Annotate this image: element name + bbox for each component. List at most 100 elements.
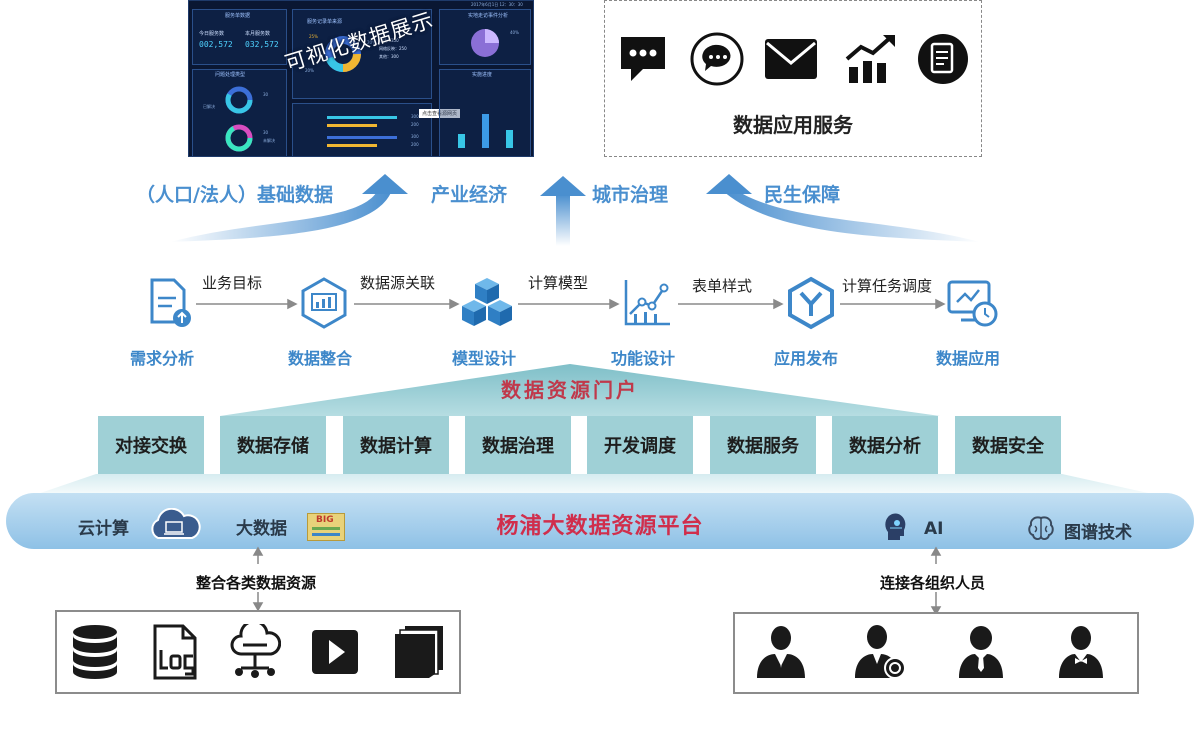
brain-graph-icon bbox=[1028, 516, 1054, 541]
module-governance: 数据治理 bbox=[465, 416, 571, 474]
platform-bar bbox=[6, 493, 1194, 549]
ring-label-1: 已解决 bbox=[203, 104, 215, 109]
connect-people-label: 连接各组织人员 bbox=[880, 574, 986, 592]
ring-value-2: 30 bbox=[263, 130, 269, 135]
step-model: 模型设计 bbox=[452, 349, 517, 368]
bar bbox=[327, 124, 377, 127]
ring-label-2: 未解决 bbox=[263, 138, 275, 143]
step-integration: 数据整合 bbox=[288, 349, 353, 368]
panel-progress: 实施进度 bbox=[439, 69, 531, 156]
ring-chart-2 bbox=[225, 124, 253, 152]
step-requirement: 需求分析 bbox=[130, 349, 195, 368]
document-stack-icon bbox=[395, 626, 443, 678]
right-pie-pct: 40% bbox=[510, 30, 519, 35]
model-cubes-icon bbox=[462, 278, 512, 326]
services-title: 数据应用服务 bbox=[733, 113, 853, 137]
chat-circle-icon bbox=[690, 32, 744, 86]
panel-title: 实地走访事件分析 bbox=[468, 13, 509, 19]
ring-chart-1 bbox=[225, 86, 253, 114]
portal-title: 数据资源门户 bbox=[501, 378, 639, 402]
pie-pct-a: 25% bbox=[309, 34, 318, 39]
pie-chart bbox=[471, 29, 499, 57]
panel-title: 实施进度 bbox=[472, 72, 493, 78]
label-industry: 产业经济 bbox=[431, 184, 508, 206]
legend-b: 网络反映：250 bbox=[379, 46, 407, 51]
label-city: 城市治理 bbox=[592, 184, 669, 206]
edge-label-form-style: 表单样式 bbox=[692, 277, 753, 295]
panel-bars: 300 200 300 200 bbox=[292, 103, 432, 156]
release-hex-icon bbox=[788, 276, 834, 330]
bottom-connectors bbox=[252, 546, 942, 616]
edge-label-source-link: 数据源关联 bbox=[360, 274, 436, 292]
panel-issue-type: 问题处理类型 已解决 30 30 未解决 bbox=[192, 69, 287, 156]
column bbox=[458, 134, 465, 148]
graph-tech-label: 图谱技术 bbox=[1064, 523, 1132, 543]
function-chart-icon bbox=[624, 280, 670, 326]
panel-service-count: 服务单数据 今日服务数 002,572 本月服务数 032,572 bbox=[192, 9, 287, 65]
edge-label-calc-model: 计算模型 bbox=[528, 274, 589, 292]
module-dev-schedule: 开发调度 bbox=[587, 416, 693, 474]
database-icon bbox=[73, 625, 117, 679]
big-data-icon: BIG bbox=[307, 513, 345, 541]
cloud-computing-label: 云计算 bbox=[78, 519, 129, 539]
person-tie-icon bbox=[959, 626, 1003, 678]
pie-pct-c: 20% bbox=[305, 68, 314, 73]
cloud-network-icon bbox=[230, 624, 281, 678]
platform-title: 杨浦大数据资源平台 bbox=[496, 514, 704, 539]
bar bbox=[327, 136, 397, 139]
dashboard-date: 2017年6月1日 12：30：30 bbox=[471, 2, 523, 7]
bar bbox=[327, 144, 377, 147]
big-badge: BIG bbox=[316, 515, 334, 525]
panel-field-visit: 实地走访事件分析 40% bbox=[439, 9, 531, 65]
ring-value-1: 30 bbox=[263, 92, 269, 97]
month-value: 032,572 bbox=[245, 40, 279, 49]
panel-title: 问题处理类型 bbox=[215, 72, 246, 78]
bar-val-1: 300 bbox=[411, 114, 419, 119]
bar bbox=[327, 116, 397, 119]
label-livelihood: 民生保障 bbox=[764, 184, 841, 206]
data-resources-box bbox=[55, 610, 461, 694]
data-application-services: 数据应用服务 bbox=[604, 0, 982, 157]
panel-title: 服务记录单来源 bbox=[307, 19, 343, 25]
bar-val-2: 200 bbox=[411, 122, 419, 127]
legend-c: 其他：300 bbox=[379, 54, 399, 59]
data-integration-icon bbox=[301, 277, 347, 329]
step-function: 功能设计 bbox=[611, 349, 676, 368]
module-compute: 数据计算 bbox=[343, 416, 449, 474]
month-label: 本月服务数 bbox=[245, 31, 271, 37]
panel-service-record: 服务记录单来源 25% 20% 20% 电话：350 网络反映：250 其他：3… bbox=[292, 9, 432, 99]
legend-a: 电话：350 bbox=[379, 38, 399, 43]
ai-head-icon bbox=[885, 513, 906, 540]
video-play-icon bbox=[312, 630, 358, 674]
person-with-badge-icon bbox=[855, 625, 906, 679]
panel-title: 服务单数据 bbox=[225, 13, 251, 19]
document-icon bbox=[918, 34, 968, 84]
big-data-label: 大数据 bbox=[236, 519, 287, 539]
label-basic-data: （人口/法人）基础数据 bbox=[136, 184, 333, 206]
module-service: 数据服务 bbox=[710, 416, 816, 474]
mail-icon bbox=[765, 39, 817, 79]
bar-val-4: 200 bbox=[411, 142, 419, 147]
integrate-resources-label: 整合各类数据资源 bbox=[196, 574, 317, 592]
organization-people-box bbox=[733, 612, 1139, 694]
step-release: 应用发布 bbox=[774, 349, 839, 368]
module-storage: 数据存储 bbox=[220, 416, 326, 474]
pie-pct-b: 20% bbox=[367, 40, 376, 45]
requirement-doc-icon bbox=[150, 278, 191, 327]
module-security: 数据安全 bbox=[955, 416, 1061, 474]
today-value: 002,572 bbox=[199, 40, 233, 49]
data-monitor-clock-icon bbox=[947, 280, 998, 327]
flow-curves bbox=[170, 174, 980, 246]
step-application: 数据应用 bbox=[936, 349, 1001, 368]
chat-bubble-dots-icon bbox=[621, 37, 665, 81]
ai-label: AI bbox=[924, 519, 944, 539]
column bbox=[482, 114, 489, 148]
growth-chart-icon bbox=[845, 35, 895, 83]
dashboard-screenshot: 2017年6月1日 12：30：30 服务单数据 今日服务数 002,572 本… bbox=[188, 0, 534, 157]
module-analysis: 数据分析 bbox=[832, 416, 938, 474]
edge-label-business-goal: 业务目标 bbox=[202, 274, 263, 292]
log-file-icon bbox=[153, 624, 197, 680]
donut-chart bbox=[325, 36, 361, 72]
column bbox=[506, 130, 513, 148]
edge-label-task-schedule: 计算任务调度 bbox=[842, 277, 933, 295]
